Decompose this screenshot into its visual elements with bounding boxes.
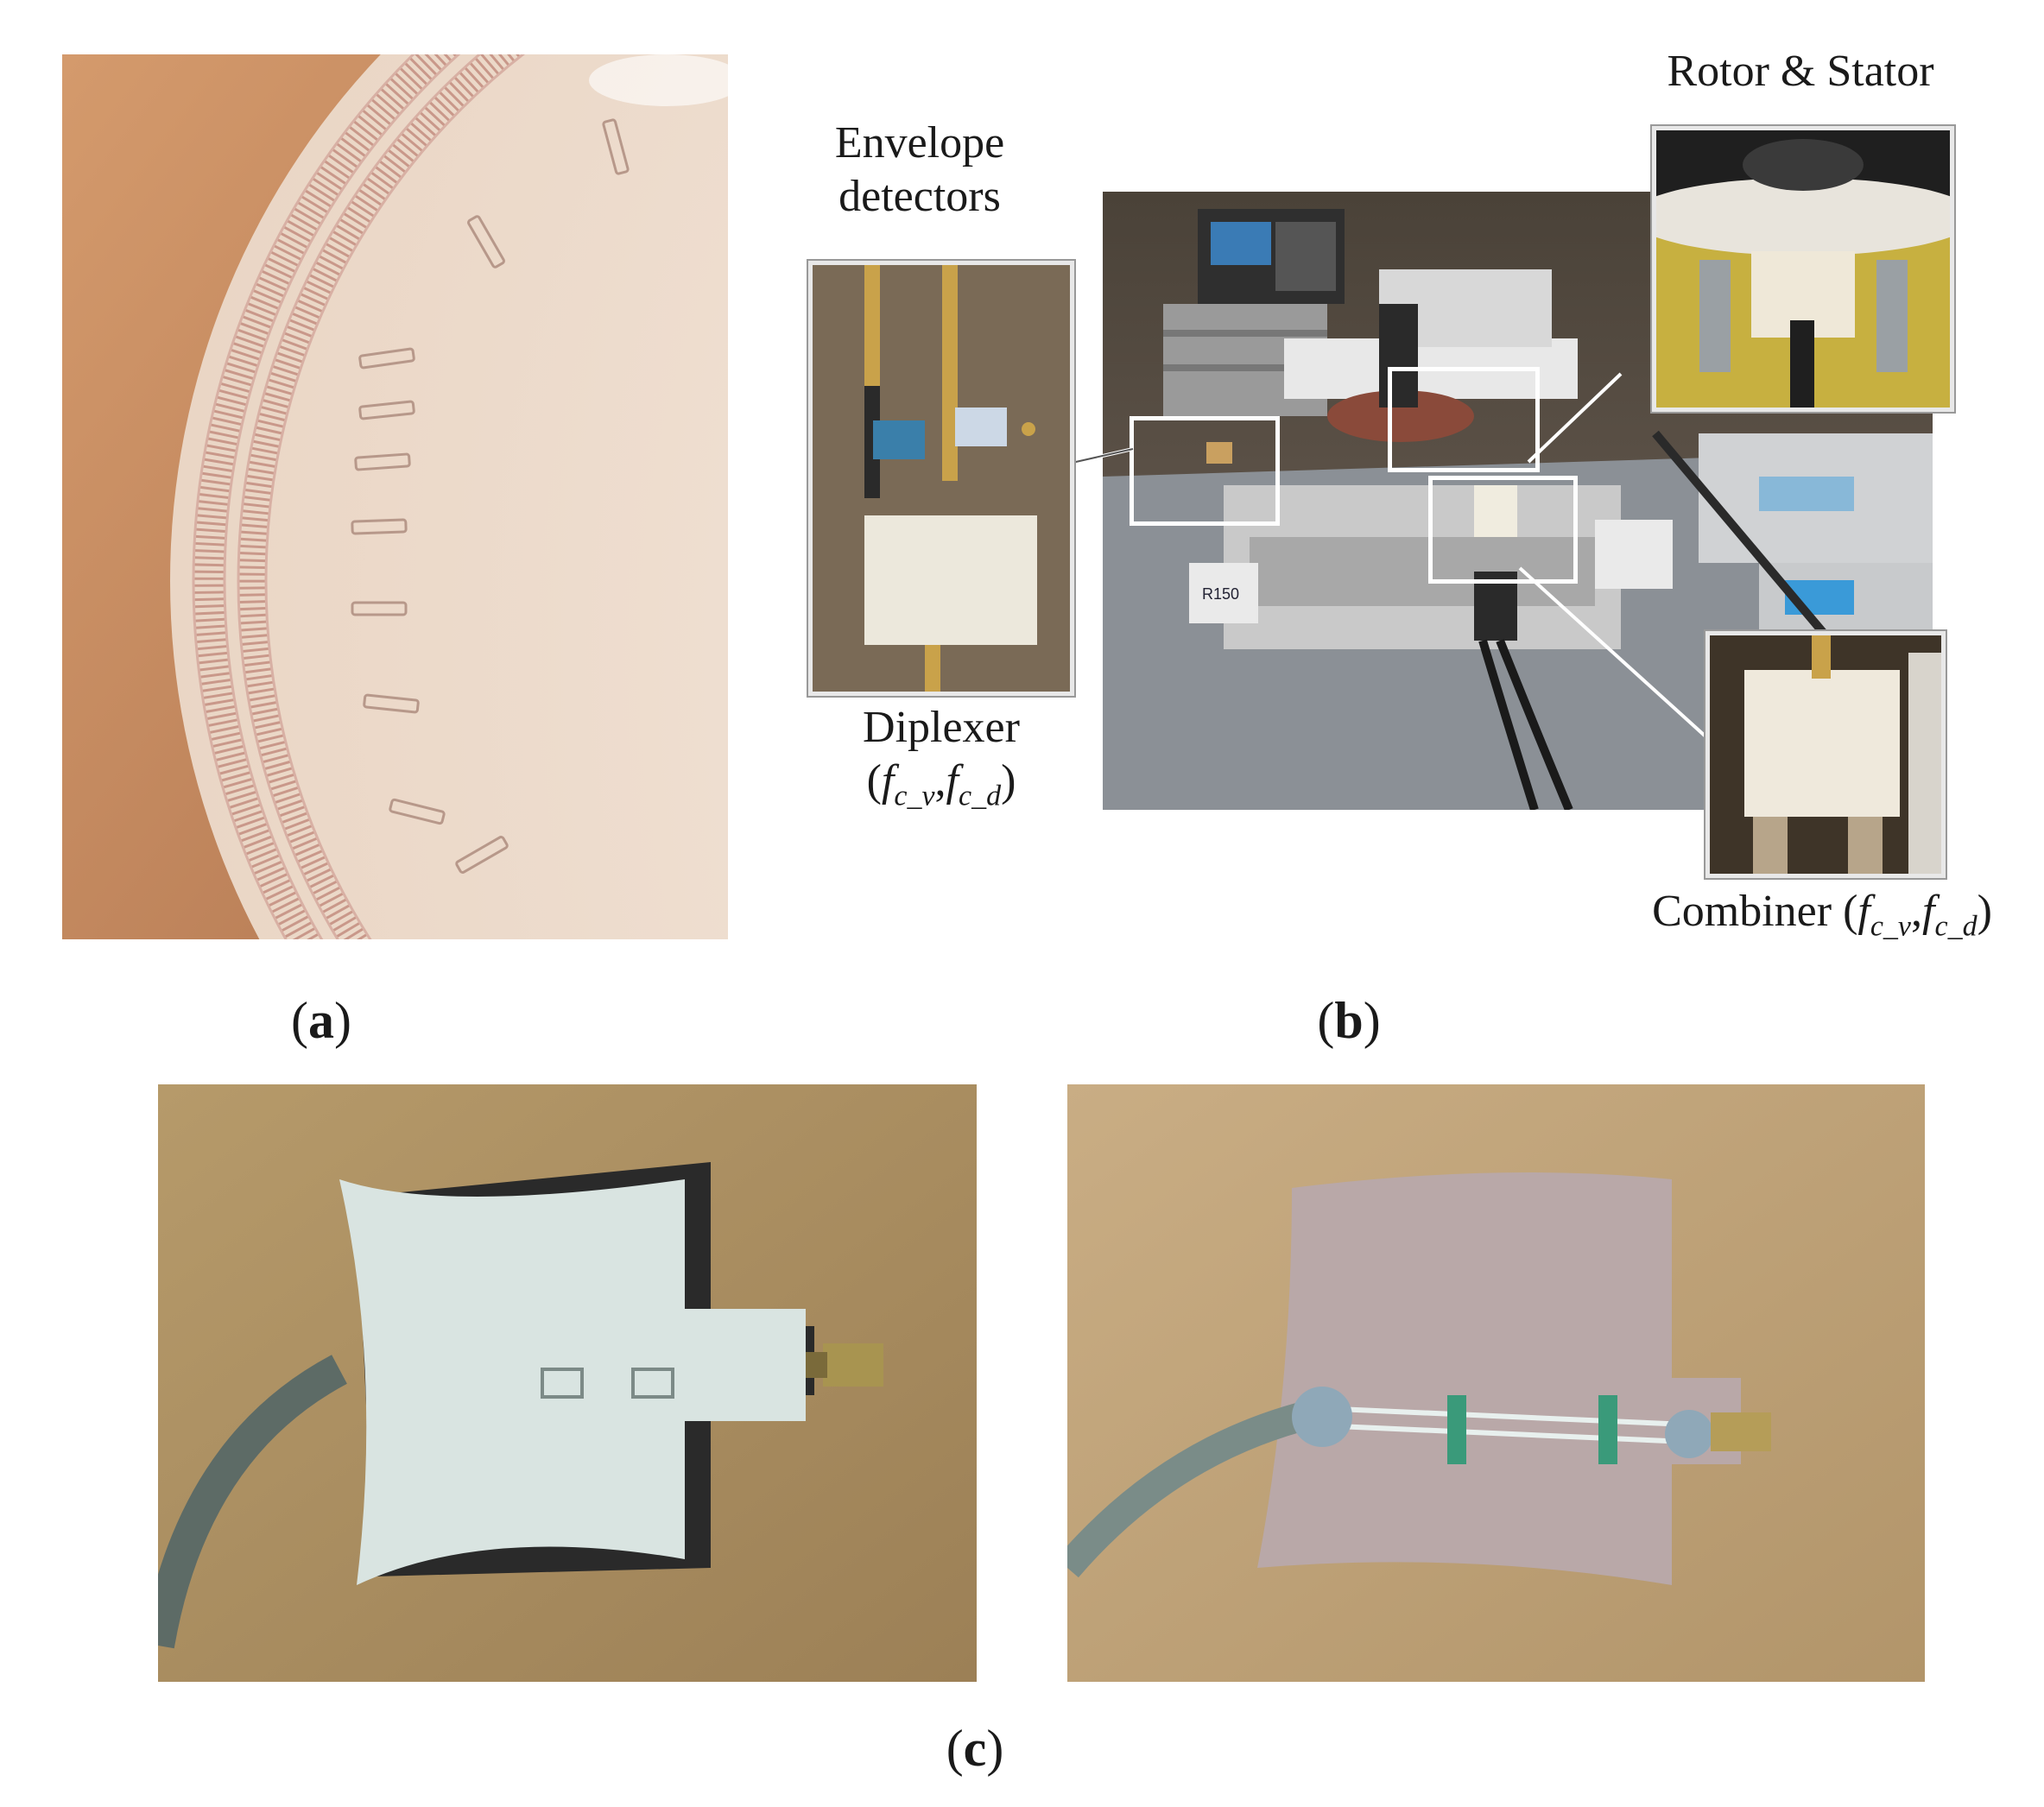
combiner-param-2-sub: c_d bbox=[1934, 910, 1978, 943]
combiner-param-1: f bbox=[1857, 887, 1870, 936]
caption-diplexer: Diplexer (fc_v,fc_d) bbox=[829, 701, 1054, 823]
inset-combiner bbox=[1705, 631, 1946, 878]
photo-antenna-front bbox=[158, 1084, 977, 1682]
diplexer-param-2: f bbox=[946, 756, 959, 806]
combiner-param-2: f bbox=[1922, 887, 1935, 936]
callout-box-combiner bbox=[1428, 476, 1578, 584]
brand-label-text: R150 bbox=[1202, 585, 1239, 603]
photo-rotor-disk bbox=[62, 54, 728, 939]
panel-label-c: (c) bbox=[946, 1720, 1004, 1777]
photo-antenna-back bbox=[1067, 1084, 1925, 1682]
callout-box-rotor bbox=[1388, 367, 1540, 472]
caption-rotor-stator: Rotor & Stator bbox=[1667, 47, 1934, 96]
diplexer-param-1-sub: c_v bbox=[894, 780, 935, 812]
caption-diplexer-params: (fc_v,fc_d) bbox=[829, 755, 1054, 823]
caption-envelope-detectors: Envelope detectors bbox=[820, 117, 1019, 224]
panel-label-b: (b) bbox=[1317, 992, 1381, 1049]
diplexer-paren-close: ) bbox=[1001, 756, 1016, 806]
combiner-close: ) bbox=[1977, 887, 1992, 936]
diplexer-param-2-sub: c_d bbox=[959, 780, 1002, 812]
caption-envelope-line2: detectors bbox=[838, 172, 1001, 221]
panel-label-a: (a) bbox=[291, 992, 351, 1049]
diplexer-paren-open: ( bbox=[866, 756, 882, 806]
callout-box-diplexer bbox=[1130, 416, 1280, 526]
combiner-title: Combiner ( bbox=[1652, 887, 1858, 936]
inset-envelope-detectors-diplexer bbox=[808, 261, 1074, 696]
inset-rotor-stator bbox=[1652, 126, 1954, 412]
caption-diplexer-title: Diplexer bbox=[863, 703, 1020, 752]
combiner-param-1-sub: c_v bbox=[1870, 910, 1912, 943]
diplexer-param-1: f bbox=[881, 756, 895, 806]
combiner-sep: , bbox=[1911, 887, 1923, 936]
caption-envelope-line1: Envelope bbox=[834, 118, 1005, 167]
diplexer-sep: , bbox=[934, 756, 946, 806]
caption-combiner: Combiner (fc_v,fc_d) bbox=[1623, 885, 2021, 953]
